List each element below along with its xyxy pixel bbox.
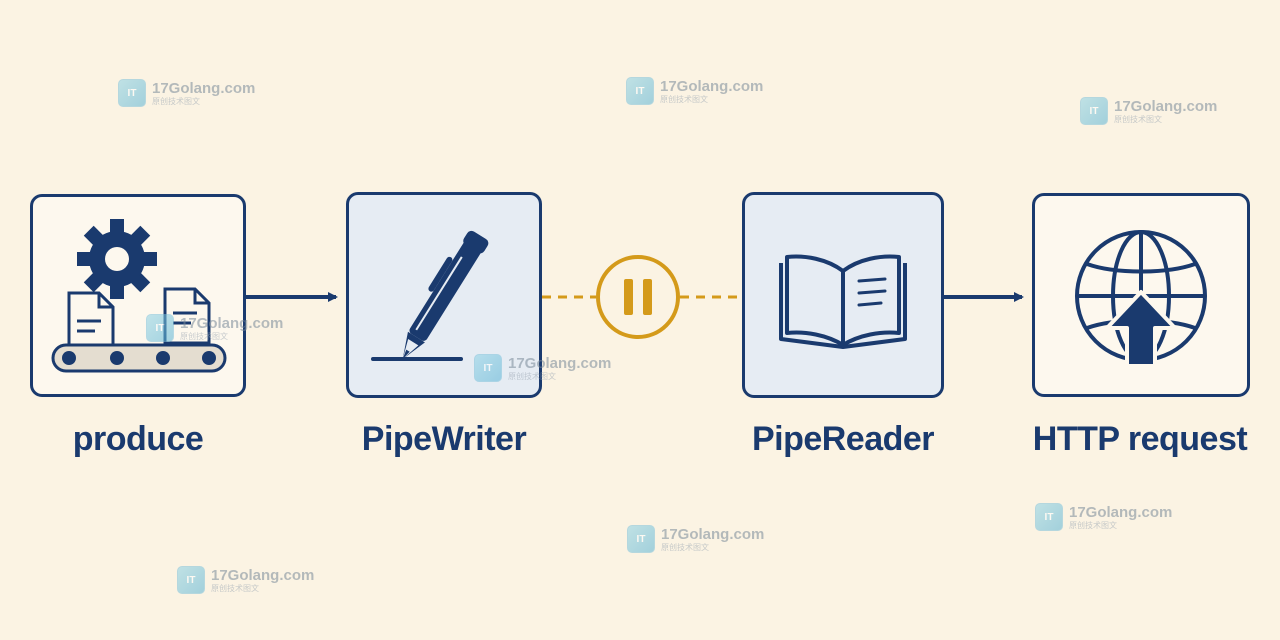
pipewriter-label: PipeWriter [361,420,527,458]
watermark-title: 17Golang.com [1114,97,1218,115]
watermark-title: 17Golang.com [1069,503,1173,521]
17golang-logo: IT [627,525,655,553]
watermark-title: 17Golang.com [661,525,765,543]
produce-label: produce [72,420,204,458]
watermark-subtitle: 原创技术图文 [211,583,259,593]
pipereader-node [742,192,944,398]
watermark-title: 17Golang.com [660,77,764,95]
pen-icon [371,230,489,361]
watermark-subtitle: 原创技术图文 [1069,520,1117,530]
pause-icon [596,255,680,339]
produce-node [30,194,246,397]
17golang-logo: IT [118,79,146,107]
factory-conveyor-icon [51,219,227,373]
watermark-subtitle: 原创技术图文 [152,96,200,106]
17golang-logo: IT [1080,97,1108,125]
watermark-title: 17Golang.com [211,566,315,584]
17golang-logo: IT [1035,503,1063,531]
http-request-node [1032,193,1250,397]
17golang-logo: IT [626,77,654,105]
open-book-icon [779,254,907,349]
http-request-label: HTTP request [1032,420,1248,458]
watermark-subtitle: 原创技术图文 [1114,114,1162,124]
pipereader-label: PipeReader [751,420,935,458]
17golang-logo: IT [177,566,205,594]
watermark-subtitle: 原创技术图文 [180,331,228,341]
pipewriter-node [346,192,542,398]
17golang-logo: IT [474,354,502,382]
watermark-subtitle: 原创技术图文 [660,94,708,104]
watermark-title: 17Golang.com [180,314,284,332]
17golang-logo: IT [146,314,174,342]
globe-upload-icon [1075,230,1207,368]
watermark-title: 17Golang.com [508,354,612,372]
watermark-title: 17Golang.com [152,79,256,97]
watermark-subtitle: 原创技术图文 [661,542,709,552]
watermark-subtitle: 原创技术图文 [508,371,556,381]
